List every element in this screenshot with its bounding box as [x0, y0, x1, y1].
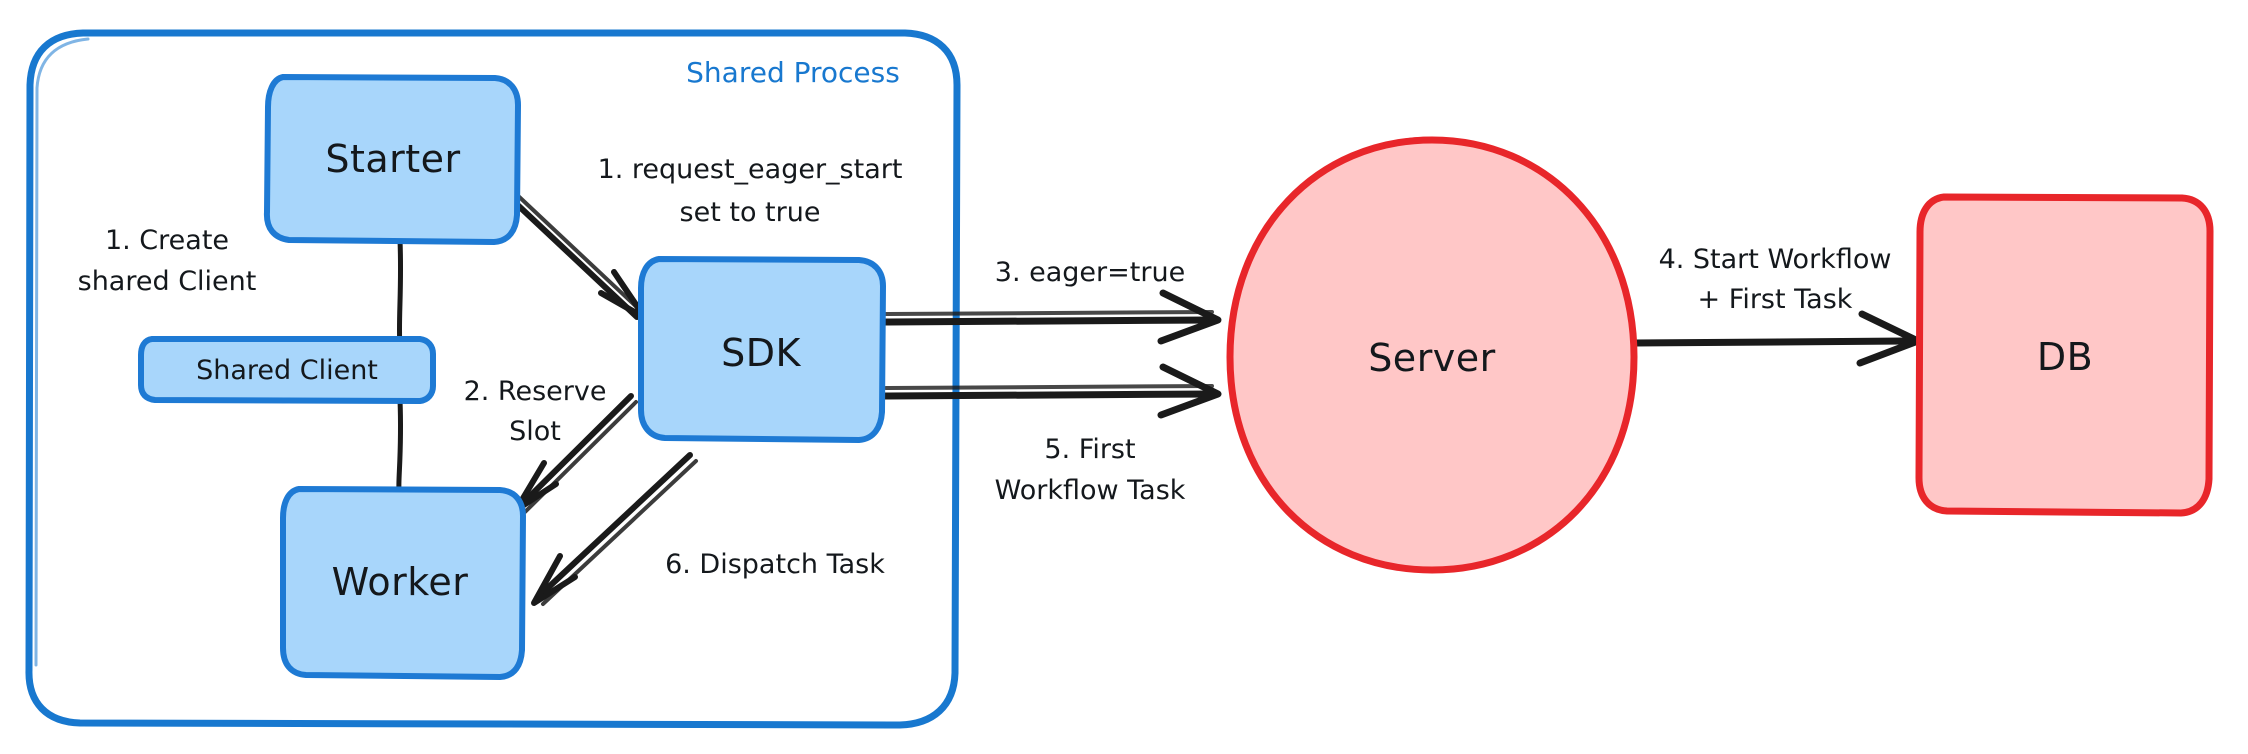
edge-start-workflow-first-task[interactable] [1631, 310, 1922, 367]
node-server-fill [1230, 140, 1634, 570]
node-server-label: Server [1368, 336, 1496, 380]
node-starter-label: Starter [325, 137, 460, 181]
edge-label-create-shared-client-line2: shared Client [78, 266, 257, 297]
edge-first-workflow-task[interactable] [878, 363, 1222, 419]
node-db[interactable]: DB [1915, 193, 2214, 517]
edge-label-first-workflow-task-line1: 5. First [1044, 434, 1135, 465]
node-shared-client-label: Shared Client [196, 355, 378, 386]
node-sdk-border [638, 256, 886, 443]
node-server-border-sketch [1382, 136, 1451, 148]
edge-first-workflow-task-arrowhead [1157, 363, 1222, 419]
node-sdk[interactable]: SDK [638, 256, 886, 443]
edge-request-eager-start-line-a [505, 193, 640, 320]
node-db-label: DB [2037, 335, 2093, 379]
edge-label-request-eager-start-line1: 1. request_eager_start [598, 154, 903, 185]
group-shared-process[interactable]: Shared Process [25, 29, 961, 729]
edge-eager-true-line-b [884, 310, 1214, 316]
node-server-border [1226, 136, 1638, 574]
edge-label-reserve-slot: 2. Reserve Slot [464, 376, 607, 447]
edge-eager-true-line-a [878, 316, 1217, 326]
edge-label-eager-true: 3. eager=true [995, 257, 1185, 288]
node-shared-client-fill [141, 339, 433, 401]
node-db-border [1915, 193, 2214, 517]
edge-label-create-shared-client: 1. Create shared Client [78, 225, 257, 297]
group-label-shared-process: Shared Process [686, 56, 900, 89]
edge-start-workflow-first-task-line [1631, 337, 1916, 347]
node-shared-client[interactable]: Shared Client [138, 336, 436, 404]
node-worker-border [280, 486, 526, 680]
edge-request-eager-start-line-b [512, 190, 645, 315]
edge-first-workflow-task-line-b [884, 384, 1214, 390]
shared-process-border [25, 29, 961, 729]
edge-label-eager-true-line1: 3. eager=true [995, 257, 1185, 288]
edge-eager-true-arrowhead [1157, 289, 1222, 345]
node-server[interactable]: Server [1226, 136, 1638, 574]
edge-label-request-eager-start: 1. request_eager_start set to true [598, 154, 903, 228]
edge-eager-true[interactable] [878, 289, 1222, 345]
node-starter-fill [266, 77, 518, 242]
edge-label-start-workflow-first-task-line2: + First Task [1698, 284, 1853, 315]
edge-reserve-slot[interactable] [513, 393, 638, 514]
edge-dispatch-task-arrowhead [531, 553, 578, 606]
edge-label-reserve-slot-line1: 2. Reserve [464, 376, 607, 407]
edge-label-first-workflow-task-line2: Workflow Task [995, 475, 1186, 506]
node-sdk-fill [641, 259, 883, 440]
edge-dispatch-task-line-a [534, 452, 693, 601]
edge-first-workflow-task-line-a [878, 390, 1217, 400]
edge-label-dispatch-task-line1: 6. Dispatch Task [665, 549, 885, 580]
edge-label-first-workflow-task: 5. First Workflow Task [995, 434, 1186, 506]
node-shared-client-border [138, 336, 436, 404]
edge-create-shared-client-line-lower [396, 397, 404, 493]
edge-label-request-eager-start-line2: set to true [680, 197, 821, 228]
edge-label-reserve-slot-line2: Slot [509, 416, 561, 447]
edge-label-start-workflow-first-task-line1: 4. Start Workflow [1659, 244, 1892, 275]
node-worker-fill [283, 489, 523, 677]
edge-reserve-slot-line-a [517, 393, 634, 509]
edge-label-dispatch-task: 6. Dispatch Task [665, 549, 885, 580]
shared-process-border-sketch [34, 37, 90, 667]
node-sdk-label: SDK [721, 331, 801, 375]
edge-label-start-workflow-first-task: 4. Start Workflow + First Task [1659, 244, 1892, 315]
node-starter-border [263, 74, 521, 245]
node-db-fill [1919, 197, 2210, 513]
node-starter[interactable]: Starter [263, 74, 521, 245]
node-worker-label: Worker [332, 560, 469, 604]
edge-request-eager-start[interactable] [505, 190, 648, 321]
node-worker[interactable]: Worker [280, 486, 526, 680]
edge-label-create-shared-client-line1: 1. Create [105, 225, 229, 256]
edge-create-shared-client-line-upper [396, 237, 404, 351]
edge-dispatch-task[interactable] [531, 452, 698, 606]
